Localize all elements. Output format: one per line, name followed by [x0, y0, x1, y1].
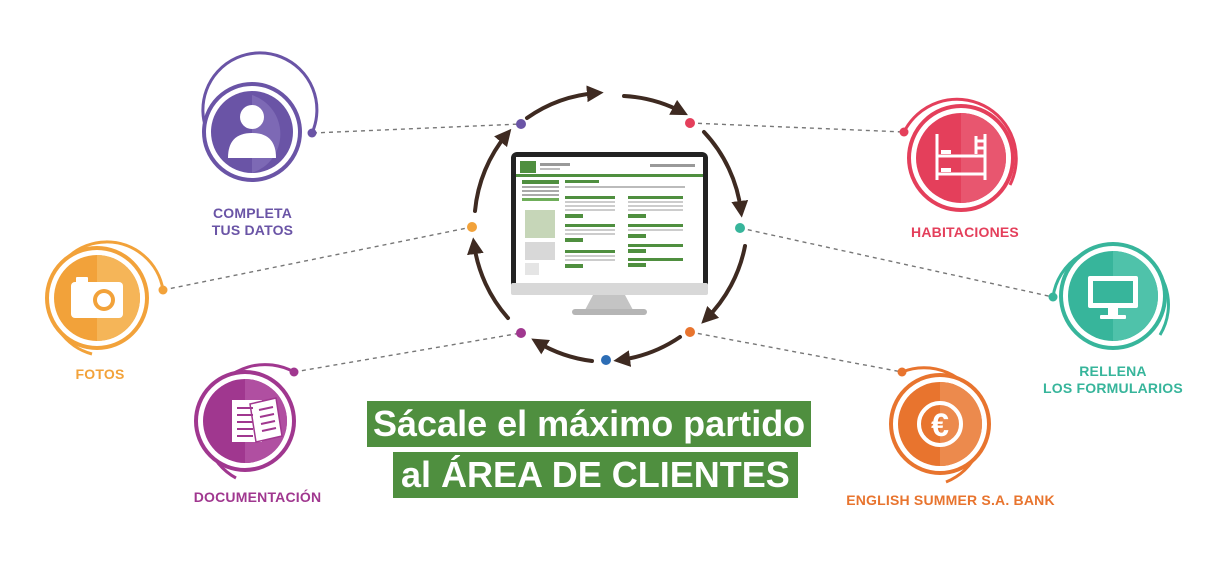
- dot-red: [685, 118, 695, 128]
- user-icon: [228, 105, 276, 158]
- connector-bank: [689, 331, 903, 373]
- cycle-arrow: [525, 85, 604, 120]
- computer-monitor-icon: [511, 152, 708, 315]
- node-bank: €: [889, 366, 991, 484]
- node-fotos: [45, 240, 168, 356]
- dot-blue: [601, 355, 611, 365]
- label-completa: COMPLETA TUS DATOS: [211, 205, 294, 238]
- label-documentacion: DOCUMENTACIÓN: [193, 489, 322, 505]
- node-documentacion: [194, 363, 299, 480]
- cycle-arrow: [622, 94, 688, 116]
- monitor-icon: [1088, 276, 1138, 319]
- dot-yellow: [467, 222, 477, 232]
- svg-text:€: €: [931, 407, 949, 443]
- dot-purple: [516, 119, 526, 129]
- documents-icon: [232, 397, 283, 443]
- banner-line-1: Sácale el máximo partido: [367, 401, 812, 447]
- banner-line-2: al ÁREA DE CLIENTES: [393, 452, 798, 498]
- node-completa: [201, 51, 319, 182]
- euro-icon: €: [917, 401, 963, 447]
- dot-magenta: [516, 328, 526, 338]
- connector-habitaciones: [689, 122, 905, 133]
- node-habitaciones: [899, 97, 1018, 212]
- cycle-arrow: [701, 244, 747, 324]
- node-rellena: [1048, 242, 1170, 350]
- cycle-arrow: [473, 128, 512, 213]
- cycle-arrows: [467, 85, 749, 367]
- cycle-arrow: [531, 338, 594, 363]
- bunk-bed-icon: [935, 134, 987, 180]
- dot-orange: [685, 327, 695, 337]
- connector-rellena: [739, 227, 1054, 298]
- cycle-arrow: [613, 335, 682, 367]
- label-rellena: RELLENA LOS FORMULARIOS: [1043, 363, 1183, 396]
- label-bank: ENGLISH SUMMER S.A. BANK: [846, 492, 1055, 508]
- cycle-dots: [467, 118, 745, 365]
- cycle-arrow: [467, 237, 510, 320]
- connector-lines: [162, 122, 1054, 373]
- label-fotos: FOTOS: [75, 366, 125, 382]
- dot-teal: [735, 223, 745, 233]
- cycle-arrow: [702, 130, 749, 218]
- connector-completa: [312, 123, 522, 134]
- label-habitaciones: HABITACIONES: [911, 224, 1019, 240]
- connector-documentacion: [293, 332, 522, 373]
- screen-content: [516, 161, 703, 275]
- camera-icon: [71, 277, 123, 318]
